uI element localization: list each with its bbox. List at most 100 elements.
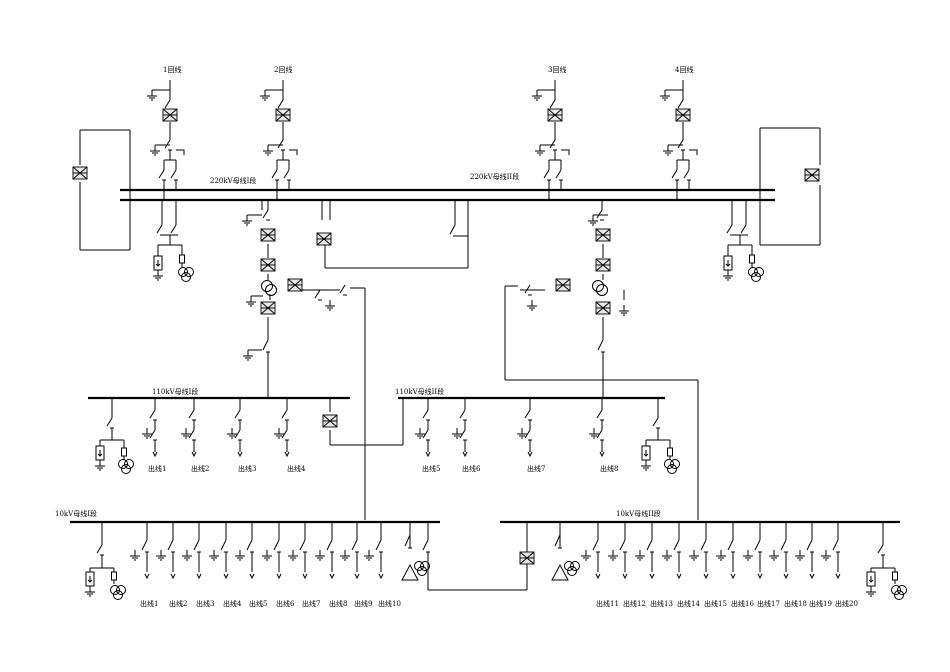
station-transformer-2-vt	[564, 561, 580, 576]
switch-blade	[524, 429, 531, 439]
feeder-110-8-earth	[589, 433, 599, 439]
pt-bay-10-1-arrester	[85, 571, 95, 592]
xfmr2-ct-side	[555, 278, 571, 292]
feeder-110-6-arrow	[462, 451, 468, 458]
xfmr2-ct-a	[595, 228, 611, 242]
incoming-line-label-2: 2回线	[274, 65, 292, 74]
ct-body-upper	[555, 278, 571, 286]
switch-blade	[677, 139, 684, 149]
feeder-10-label-14: 出线14	[677, 599, 700, 608]
feeder-110-label-2: 出线2	[191, 464, 209, 473]
vt-winding	[116, 585, 126, 595]
feeder-110-7-earth	[517, 433, 527, 439]
station-transformer-1-switch	[404, 534, 412, 549]
switch-blade	[459, 409, 466, 419]
arrester-arrow	[155, 260, 161, 267]
feeder-10-label-4: 出线4	[223, 599, 242, 608]
vt-winding	[570, 561, 580, 571]
feeder-10kv-3-breaker	[193, 539, 201, 553]
feeder-110-7-breaker	[524, 429, 532, 441]
ct-body-upper	[595, 258, 611, 266]
pt-bay-10-2-fuse	[892, 571, 898, 581]
feeder-10-label-1: 出线1	[140, 599, 158, 608]
feeder-10kv-12-earth	[608, 555, 618, 561]
feeder-10-label-11: 出线11	[596, 599, 619, 608]
incoming-bay-3-ct	[547, 108, 563, 122]
switch-blade	[277, 139, 284, 149]
switch-blade	[780, 539, 787, 551]
feeder-10kv-6-earth	[262, 555, 272, 561]
switch-blade	[652, 417, 659, 427]
feeder-10kv-19-earth	[795, 555, 805, 561]
arrester-arrow	[87, 576, 93, 583]
pt-bay-220-1-disconnect-b	[170, 224, 178, 236]
feeder-10kv-3-arrow	[196, 573, 202, 580]
vt-winding	[891, 585, 901, 595]
switch-blade	[740, 224, 747, 234]
feeder-110-5-earth	[415, 433, 425, 439]
xfmr2-10kv-switch	[524, 284, 532, 296]
switch-blade	[543, 169, 550, 179]
feeder-10kv-7-breaker	[299, 539, 307, 553]
incoming-bay-4-bus-disconnect-a	[671, 169, 679, 181]
feeder-110-4-earth	[274, 433, 284, 439]
switch-blade	[326, 539, 333, 551]
feeder-10-label-20: 出线20	[835, 599, 858, 608]
vt-winding	[664, 459, 674, 469]
ct-body-lower	[322, 420, 338, 428]
incoming-bay-2-ct	[275, 108, 291, 122]
ct-body-upper	[595, 301, 611, 309]
vt-winding	[567, 566, 577, 576]
switch-blade	[234, 429, 241, 439]
switch-blade	[164, 99, 171, 109]
incoming-bay-1-breaker	[164, 139, 172, 151]
feeder-10kv-10-breaker	[375, 539, 383, 553]
feeder-110-4-arrow	[284, 451, 290, 458]
feeder-10kv-12-arrow	[622, 573, 628, 580]
ct-body-lower	[260, 307, 276, 315]
feeder-10kv-11-breaker	[592, 539, 600, 553]
feeder-110-8-arrow	[599, 451, 605, 458]
arrester-arrow	[643, 450, 649, 457]
feeder-10kv-19-arrow	[809, 573, 815, 580]
switch-blade	[619, 539, 626, 551]
arrester-ground	[153, 275, 163, 281]
pt-bay-110-1-vt	[118, 459, 134, 474]
pt-bay-220-2-vt	[748, 267, 764, 282]
feeder-10kv-5-arrow	[249, 573, 255, 580]
feeder-110-5-arrow	[425, 451, 431, 458]
ct-body-lower	[275, 114, 291, 122]
feeder-110-label-6: 出线6	[462, 464, 481, 473]
pt-bay-220-1-fuse	[179, 254, 185, 264]
incoming-bay-4-bus-disconnect-b	[683, 169, 691, 181]
incoming-bay-1-bus-disconnect-a	[158, 169, 166, 181]
bus-label-10kv-1: 10kV母线I段	[55, 509, 97, 518]
switch-blade	[524, 284, 531, 294]
switch-blade	[673, 539, 680, 551]
switch-blade	[299, 539, 306, 551]
feeder-10kv-8-breaker	[326, 539, 334, 553]
feeder-110-1-disconnect	[149, 409, 157, 421]
vt-winding	[124, 459, 134, 469]
feeder-110-label-1: 出线1	[148, 464, 166, 473]
incoming-bay-3-breaker	[549, 139, 557, 151]
switch-blade	[646, 539, 653, 551]
pt-bay-220-1-disconnect-a	[156, 224, 164, 236]
pt-bay-10-2-disconnect	[877, 544, 885, 556]
feeder-10kv-6-arrow	[276, 573, 282, 580]
incoming-bay-2-earth2	[263, 150, 273, 156]
pt-bay-220-2-disconnect-b	[740, 224, 748, 236]
vt-winding	[670, 459, 680, 469]
switch-blade	[141, 539, 148, 551]
feeder-10kv-13-arrow	[649, 573, 655, 580]
ct-body-upper	[316, 232, 332, 240]
bus-tie-10kv-ct	[519, 551, 535, 565]
bus-tie-10kv-switch	[422, 539, 430, 553]
feeder-10kv-15-breaker	[700, 539, 708, 553]
xfmr2-ct-c	[595, 301, 611, 315]
feeder-10kv-14-breaker	[673, 539, 681, 553]
xfmr1-earth-2	[246, 301, 256, 307]
pt-bay-110-1-arrester	[95, 445, 105, 466]
pt-bay-110-2-fuse	[667, 447, 673, 457]
